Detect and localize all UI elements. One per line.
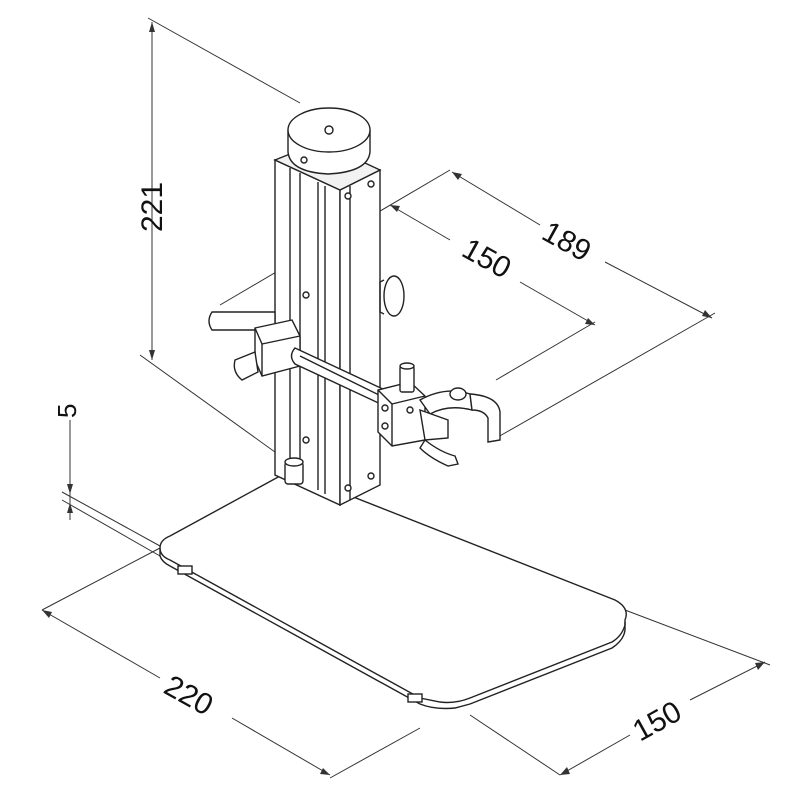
dimension-line-220-a: [41, 609, 161, 679]
extension-line-220-a: [41, 547, 161, 611]
holder-top-screw: [399, 365, 415, 393]
holder-screw-3: [406, 406, 414, 414]
arrow-189-b: [702, 310, 712, 318]
extension-line-150a: [495, 321, 596, 381]
dimension-line-189-b: [604, 261, 713, 319]
column-screw-3: [344, 484, 352, 492]
arm-clamp-edge-1: [254, 327, 263, 345]
extension-line-220-b: [329, 727, 421, 779]
arrow-221-bottom: [149, 350, 155, 360]
dimension-line-150a-b: [519, 281, 596, 326]
dimension-label-189: 189: [537, 215, 597, 268]
arrow-220-a: [42, 610, 52, 618]
column-screw-1: [344, 192, 352, 200]
dimension-label-150-base: 150: [627, 695, 687, 748]
arm: [208, 311, 386, 408]
arrow-5-bottom: [67, 503, 73, 513]
column-screw-4: [367, 472, 375, 480]
lower-knob: [284, 457, 304, 485]
base-foot-front: [407, 693, 423, 703]
holder-screw-2: [381, 422, 389, 430]
holder-top-screw-head: [399, 362, 415, 370]
column-top-cap: [287, 107, 371, 175]
dimension-label-5: 5: [52, 404, 82, 418]
arrow-221-top: [149, 22, 155, 32]
extension-line-5-b: [61, 499, 161, 557]
extension-line-189-b: [497, 312, 716, 438]
dimension-line-189-a: [451, 171, 541, 226]
holder-jaw-right: [469, 393, 501, 443]
arrow-5-top: [67, 484, 73, 494]
arm-clamp-edge-2: [261, 335, 301, 345]
holder-connector-edge-1: [377, 389, 393, 405]
arm-clamp-knob: [233, 351, 259, 381]
arrow-189-a: [452, 172, 462, 180]
base-plate-edge: [159, 548, 626, 710]
column-screw-2: [367, 180, 375, 188]
base-foot-left: [177, 565, 193, 575]
dimension-arrows: [42, 22, 765, 775]
extension-line-5-a: [61, 491, 161, 547]
arrow-150b-a: [560, 767, 570, 775]
holder-screw-1: [381, 404, 389, 412]
dimension-line-150b-b: [689, 661, 766, 701]
holder-side-knob: [449, 387, 467, 401]
arrow-220-b: [320, 768, 330, 775]
dimension-line-220-b: [231, 717, 331, 776]
rear-knob: [379, 275, 405, 317]
dimension-lines: [41, 17, 771, 779]
column-screw-5: [302, 291, 310, 299]
rear-knob-face: [383, 275, 405, 317]
arm-rod-highlight: [299, 355, 386, 399]
column-screw-6: [302, 436, 310, 444]
extension-line-150b-a: [624, 609, 771, 666]
extension-line-150b-b: [469, 714, 561, 776]
base-plate-top: [159, 473, 627, 704]
extension-line-bottom: [139, 354, 301, 471]
holder-connector-edge-2: [391, 395, 426, 405]
arrow-150a-a: [390, 205, 400, 212]
dimension-label-221: 221: [136, 182, 169, 232]
arm-rod-main: [290, 347, 386, 408]
holder-jaw-bottom: [419, 438, 459, 467]
base-plate: [159, 473, 627, 710]
holder-clamp: [377, 362, 501, 467]
dimension-line-150b-a: [559, 734, 631, 776]
top-cap-hole: [324, 125, 334, 135]
top-cap-side-hole: [300, 156, 308, 164]
extension-line-top: [147, 17, 301, 104]
holder-jaw-inner: [419, 408, 449, 441]
dimension-line-150a-a: [389, 204, 451, 241]
dimension-label-150-arm: 150: [457, 232, 517, 285]
column-front: [339, 168, 381, 507]
arrow-150a-b: [585, 318, 595, 325]
dimension-label-220: 220: [159, 669, 219, 722]
rear-knob-shaft: [379, 279, 385, 315]
lower-knob-top: [284, 457, 304, 467]
arrow-150b-b: [755, 662, 765, 670]
